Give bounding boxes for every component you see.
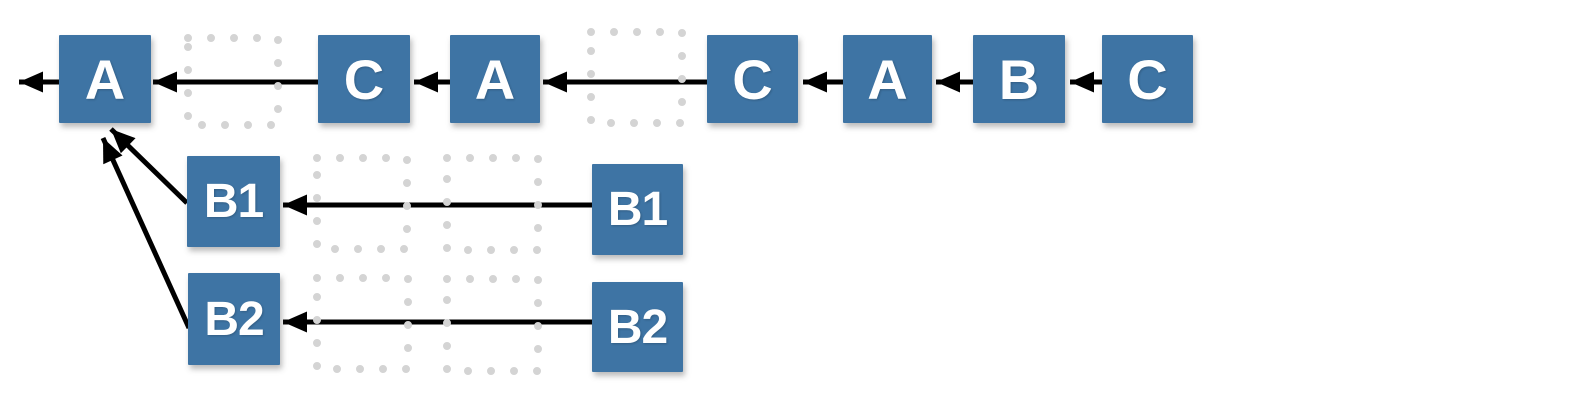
node-label: C: [1127, 47, 1168, 111]
node-label: A: [84, 47, 126, 111]
node-label: B: [998, 47, 1040, 111]
node-B1-right: B1: [592, 164, 683, 255]
node-B2-right: B2: [592, 282, 683, 372]
arrow-layer: [19, 71, 1102, 333]
node-label: B2: [607, 300, 668, 354]
node-label: A: [474, 47, 516, 111]
node-C1: C: [318, 35, 410, 123]
node-A1: A: [59, 35, 151, 123]
node-A3: A: [843, 35, 932, 123]
node-label: B2: [204, 292, 264, 346]
node-A2: A: [450, 35, 540, 123]
node-B: B: [973, 35, 1065, 123]
node-C2: C: [707, 35, 798, 123]
node-C3: C: [1102, 35, 1193, 123]
placeholder-row3-1: [313, 274, 412, 373]
placeholder-row2-2: [443, 154, 542, 254]
placeholder-row2-1: [313, 154, 411, 253]
node-B2-left: B2: [188, 273, 280, 365]
node-label: A: [867, 47, 908, 111]
placeholder-top-1: [184, 34, 282, 129]
placeholder-layer: [184, 28, 686, 375]
placeholder-top-2: [587, 28, 686, 127]
node-B1-left: B1: [187, 156, 280, 247]
arrow-B1l-to-A1: [109, 127, 189, 205]
node-label: B1: [203, 175, 264, 228]
placeholder-row3-2: [443, 275, 542, 375]
arrow-B2l-to-A1: [100, 136, 192, 330]
node-label: B1: [607, 183, 668, 236]
node-label: C: [343, 47, 385, 111]
node-label: C: [732, 47, 773, 111]
